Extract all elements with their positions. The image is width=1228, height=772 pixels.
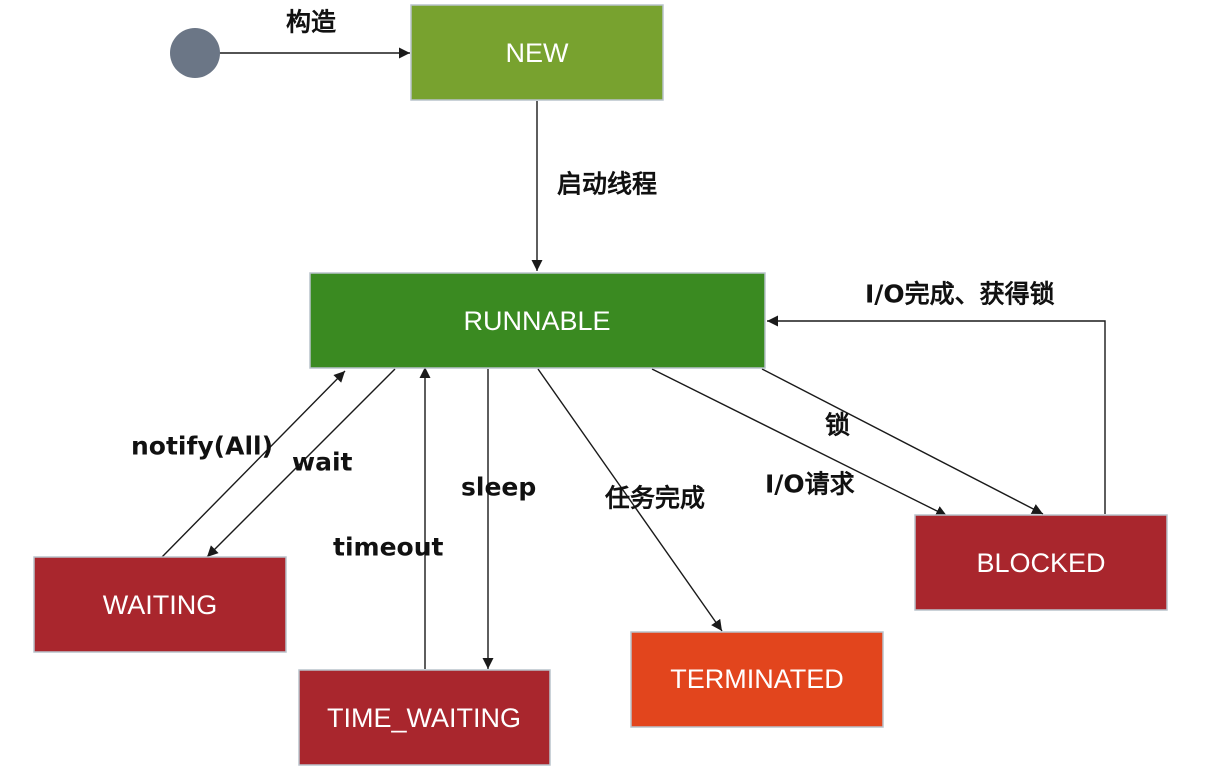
label-construct: 构造 <box>286 8 336 37</box>
edge-task-done <box>537 368 723 632</box>
label-wait: wait <box>292 448 353 477</box>
state-new-box <box>410 4 664 101</box>
edges <box>161 47 1106 669</box>
state-runnable-label: RUNNABLE <box>463 306 610 336</box>
state-blocked-label: BLOCKED <box>976 548 1105 578</box>
initial-state-dot-icon <box>170 28 220 78</box>
state-terminated: TERMINATED <box>630 631 884 728</box>
edge-wait <box>206 368 396 558</box>
state-blocked-box <box>914 514 1168 611</box>
edge-lock <box>761 368 1044 515</box>
label-lock: 锁 <box>825 411 850 440</box>
label-notify-all: notify(All) <box>131 432 273 461</box>
label-task-done: 任务完成 <box>604 484 705 513</box>
label-start-thread: 启动线程 <box>557 170 657 199</box>
edge-labels: 构造 启动线程 I/O完成、获得锁 notify(All) wait timeo… <box>131 8 1055 562</box>
state-waiting-box <box>33 556 287 653</box>
label-timeout: timeout <box>333 533 443 562</box>
state-time-waiting-label: TIME_WAITING <box>327 703 521 733</box>
state-waiting: WAITING <box>33 556 287 653</box>
state-terminated-label: TERMINATED <box>670 664 844 694</box>
state-terminated-box <box>630 631 884 728</box>
edge-notify-all <box>161 370 346 558</box>
edge-io-request <box>651 368 948 517</box>
state-waiting-label: WAITING <box>103 590 218 620</box>
state-time-waiting-box <box>298 669 551 766</box>
label-sleep: sleep <box>461 473 536 502</box>
state-runnable: RUNNABLE <box>309 272 766 369</box>
state-new: NEW <box>410 4 664 101</box>
state-new-label: NEW <box>506 38 570 68</box>
label-io-request: I/O请求 <box>765 470 855 499</box>
state-time-waiting: TIME_WAITING <box>298 669 551 766</box>
edge-blocked-to-runnable <box>767 315 1106 514</box>
label-io-done-lock-acquired: I/O完成、获得锁 <box>865 280 1055 309</box>
state-blocked: BLOCKED <box>914 514 1168 611</box>
state-runnable-box <box>309 272 766 369</box>
